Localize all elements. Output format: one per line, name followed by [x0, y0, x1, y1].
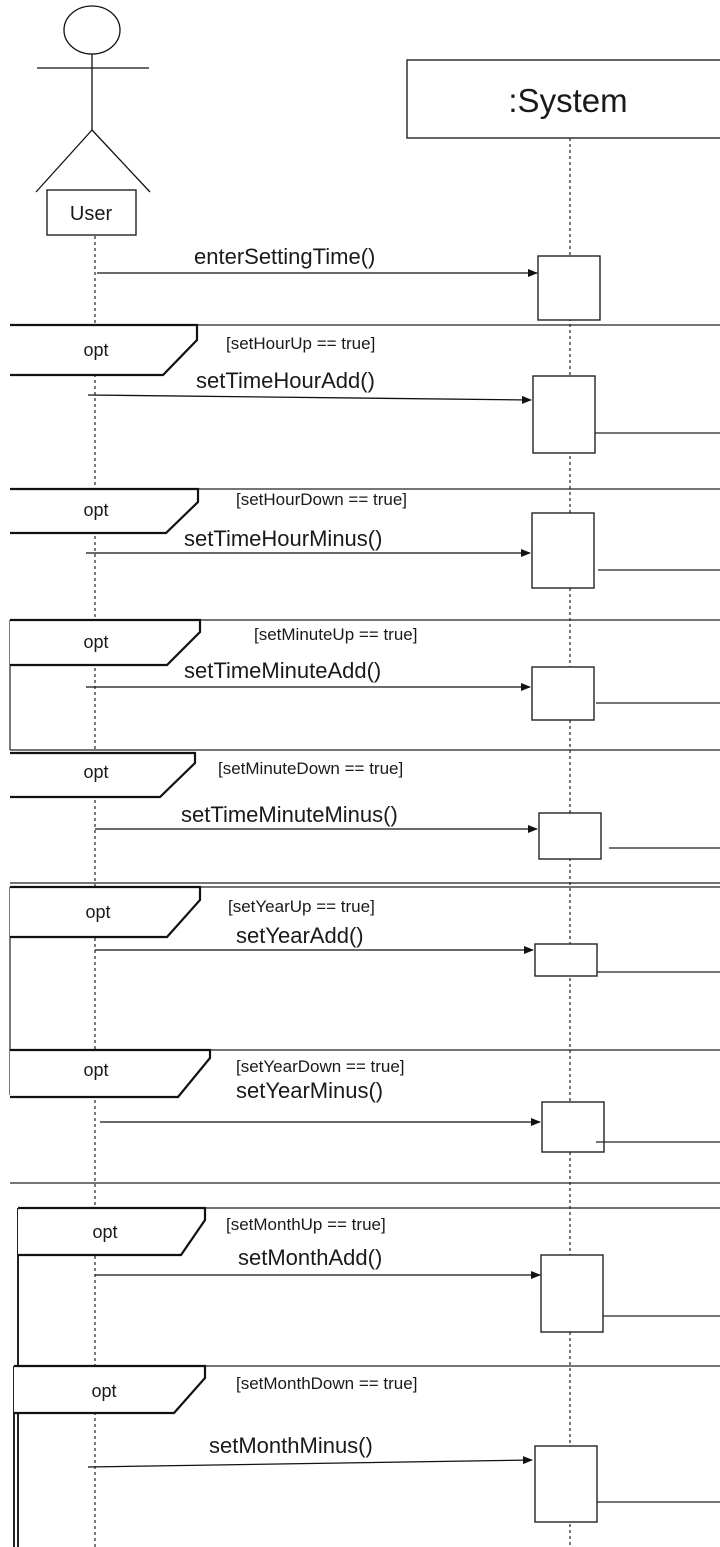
message-label: setTimeHourAdd() — [196, 368, 375, 393]
guard-label: [setYearUp == true] — [228, 897, 375, 916]
operator-label: opt — [85, 902, 110, 922]
guard-label: [setMinuteDown == true] — [218, 759, 403, 778]
guard-label: [setMinuteUp == true] — [254, 625, 417, 644]
activation-box — [540, 1254, 604, 1333]
activation-box — [541, 1101, 605, 1153]
initial-message-label: enterSettingTime() — [194, 244, 375, 269]
operator-label: opt — [92, 1222, 117, 1242]
activation-box — [531, 666, 595, 721]
operator-tab — [10, 323, 199, 377]
opt-fragment: opt [setHourDown == true] setTimeHourMin… — [10, 487, 720, 589]
guard-label: [setMonthUp == true] — [226, 1215, 386, 1234]
guard-label: [setMonthDown == true] — [236, 1374, 417, 1393]
opt-fragment: opt [setMonthUp == true] setMonthAdd() — [18, 1206, 720, 1333]
operator-tab — [18, 1206, 207, 1257]
activation-box — [532, 375, 596, 454]
activation-box — [531, 512, 595, 589]
operator-label: opt — [83, 340, 108, 360]
opt-fragment: opt [setHourUp == true] setTimeHourAdd() — [10, 323, 720, 454]
activation-box — [538, 812, 602, 860]
activation-box — [534, 943, 598, 977]
operator-tab — [10, 751, 197, 799]
initial-message: enterSettingTime() — [97, 244, 601, 321]
operator-tab — [10, 1048, 212, 1099]
actor-label: User — [70, 203, 113, 225]
operator-label: opt — [83, 500, 108, 520]
operator-label: opt — [91, 1381, 116, 1401]
opt-fragment: opt [setMonthDown == true] setMonthMinus… — [14, 1364, 720, 1523]
operator-tab — [14, 1364, 207, 1415]
message-arrow — [87, 394, 532, 404]
message-label: setYearAdd() — [236, 923, 364, 948]
opt-fragment: opt [setYearDown == true] setYearMinus() — [10, 1048, 720, 1153]
activation-box — [534, 1445, 598, 1523]
operator-label: opt — [83, 1060, 108, 1080]
system-lifeline: :System — [406, 59, 720, 139]
guard-label: [setHourDown == true] — [236, 490, 407, 509]
message-label: setTimeHourMinus() — [184, 526, 382, 551]
operator-label: opt — [83, 762, 108, 782]
opt-fragment: opt [setMinuteDown == true] setTimeMinut… — [10, 751, 720, 860]
message-label: setMonthMinus() — [209, 1433, 373, 1458]
actor-right-leg — [91, 129, 151, 193]
message-label: setTimeMinuteAdd() — [184, 658, 381, 683]
message-label: setMonthAdd() — [238, 1245, 382, 1270]
system-label: :System — [508, 82, 627, 119]
operator-label: opt — [83, 632, 108, 652]
opt-fragment: opt [setMinuteUp == true] setTimeMinuteA… — [10, 618, 720, 721]
guard-label: [setYearDown == true] — [236, 1057, 405, 1076]
system-label-box — [406, 59, 720, 139]
user-actor: User — [35, 5, 151, 236]
message-label: setYearMinus() — [236, 1078, 383, 1103]
message-label: setTimeMinuteMinus() — [181, 802, 398, 827]
initial-activation-box — [537, 255, 601, 321]
actor-label-box — [46, 189, 137, 236]
message-arrow — [87, 1456, 533, 1468]
operator-tab — [10, 618, 202, 667]
actor-head — [63, 5, 121, 55]
guard-label: [setHourUp == true] — [226, 334, 375, 353]
operator-tab — [10, 885, 202, 939]
actor-left-leg — [35, 129, 93, 193]
opt-fragment: opt [setYearUp == true] setYearAdd() — [10, 885, 720, 977]
operator-tab — [10, 487, 200, 535]
